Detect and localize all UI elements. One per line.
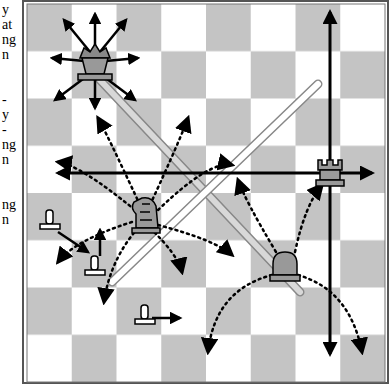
- margin-text: n: [2, 47, 9, 62]
- chess-board: [27, 4, 385, 382]
- move-arc: [150, 118, 188, 205]
- move-arc: [158, 225, 232, 255]
- rook-piece: [316, 160, 344, 186]
- margin-text: -: [2, 122, 7, 137]
- move-arc: [98, 118, 140, 205]
- margin-text: ng: [2, 197, 16, 212]
- bishop-lines: [100, 80, 318, 292]
- move-arc: [298, 275, 362, 352]
- move-arc: [295, 185, 322, 252]
- pawn-moves: [58, 230, 180, 318]
- move-arrow: [58, 232, 88, 252]
- diagonal-line: [112, 84, 318, 282]
- dome-piece: [270, 252, 300, 281]
- margin-text: ng: [2, 137, 16, 152]
- pawn-piece: [85, 256, 105, 275]
- margin-text: y: [2, 107, 9, 122]
- move-arrow: [99, 230, 102, 256]
- move-arc: [208, 275, 272, 352]
- knight-piece: [132, 198, 160, 233]
- king-moves: [52, 14, 138, 108]
- move-arrow: [152, 317, 180, 320]
- move-arc: [104, 228, 138, 302]
- king-piece: [78, 44, 112, 80]
- margin-text: n: [2, 152, 9, 167]
- move-arc: [150, 228, 182, 272]
- move-arc: [158, 165, 232, 210]
- margin-text: n: [2, 212, 9, 227]
- knight-moves: [58, 118, 232, 302]
- move-arc: [238, 180, 276, 252]
- rook-moves: [58, 12, 372, 354]
- piece-moves: [208, 180, 362, 352]
- pawn-piece: [135, 305, 155, 324]
- move-arc: [58, 162, 135, 210]
- pawn-piece: [40, 210, 60, 229]
- margin-text: y: [2, 2, 9, 17]
- diagonal-line: [112, 84, 318, 282]
- board-frame: [23, 1, 388, 383]
- margin-text: at: [2, 17, 12, 32]
- margin-text: ng: [2, 32, 16, 47]
- margin-text: -: [2, 92, 7, 107]
